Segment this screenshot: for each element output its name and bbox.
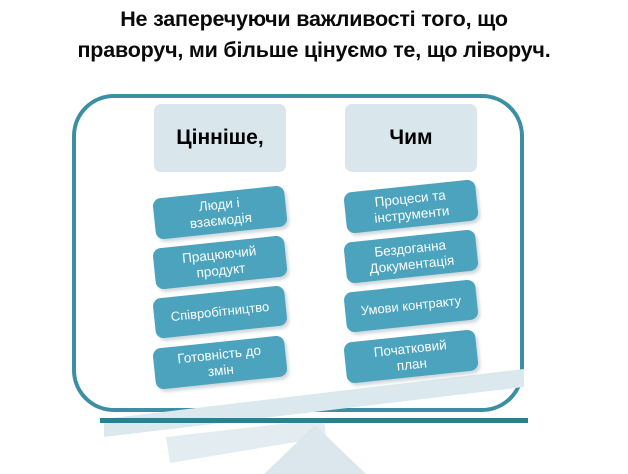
column-right-header: Чим <box>345 104 477 172</box>
agile-values-diagram: Цінніше, Люди і взаємодія Працюючий прод… <box>0 86 628 474</box>
balance-beam-shadow <box>166 419 326 463</box>
balance-scale <box>100 369 528 474</box>
column-left: Цінніше, Люди і взаємодія Працюючий прод… <box>152 104 302 390</box>
frame-bottom-edge <box>100 418 528 423</box>
page-title: Не заперечуючи важливості того, що право… <box>0 4 628 66</box>
column-right: Чим Процеси та інструменти Бездоганна До… <box>343 104 493 384</box>
fulcrum-triangle <box>264 425 366 474</box>
page-title-line-2: праворуч, ми більше цінуємо те, що лівор… <box>77 38 551 62</box>
column-left-header: Цінніше, <box>154 104 286 172</box>
page-title-line-1: Не заперечуючи важливості того, що <box>120 7 508 31</box>
